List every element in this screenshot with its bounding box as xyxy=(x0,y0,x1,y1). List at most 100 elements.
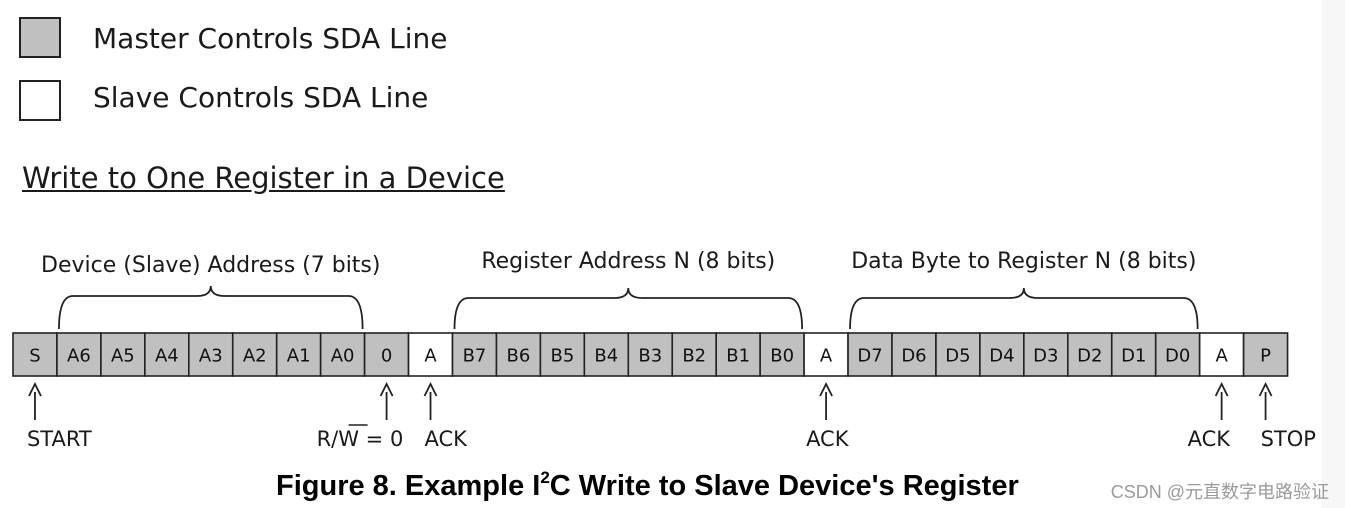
field-label: Data Byte to Register N (8 bits) xyxy=(851,249,1196,274)
bit-cell: A xyxy=(803,332,849,377)
bit-cell-label: A1 xyxy=(287,346,311,367)
bit-cell-box xyxy=(407,332,454,377)
bit-cell-label: A xyxy=(1215,346,1228,367)
bit-cell: B1 xyxy=(715,332,761,377)
bit-cell: A3 xyxy=(188,332,234,377)
legend-swatch-master xyxy=(19,17,61,58)
bit-cell: D2 xyxy=(1067,332,1113,377)
marker-arrow xyxy=(423,381,438,420)
bit-cell-box xyxy=(1242,332,1289,377)
bit-cell-box xyxy=(144,332,190,377)
bit-cell-label: A3 xyxy=(199,346,223,367)
bit-cell-box xyxy=(100,332,146,377)
field-brace xyxy=(58,285,364,330)
bit-cell-label: B0 xyxy=(770,346,794,367)
section-title: Write to One Register in a Device xyxy=(22,161,505,195)
bit-cell-label: D3 xyxy=(1033,346,1058,367)
marker-arrow xyxy=(819,381,833,420)
bit-cell-label: A xyxy=(424,346,437,367)
bit-cell-label: D6 xyxy=(901,346,926,367)
bit-cell-label: B4 xyxy=(594,346,618,367)
bit-cell: B7 xyxy=(451,332,498,377)
legend-swatch-slave xyxy=(19,80,61,121)
bit-cells: S A6 A5 A4 A3 A2 A1 A0 0 A B7 B6 B5 B4 B3 B2 B1 B0 A D7 D6 D5… xyxy=(12,332,1289,377)
bit-cell-box xyxy=(231,332,278,377)
bit-cell-box xyxy=(188,332,234,377)
marker-label: ACK xyxy=(1188,427,1232,451)
bit-cell-label: B6 xyxy=(507,346,531,367)
bit-cell-label: 0 xyxy=(381,346,392,367)
bit-cell: D6 xyxy=(891,332,937,377)
arrow-head xyxy=(379,381,394,397)
bit-cell-box xyxy=(319,332,366,377)
bit-cell: A2 xyxy=(231,332,278,377)
bit-cell: B2 xyxy=(671,332,718,377)
arrow-head xyxy=(1214,381,1229,397)
bit-cell-label: D0 xyxy=(1165,346,1190,367)
bit-cell: A0 xyxy=(319,332,366,377)
bit-cell: A xyxy=(1198,332,1245,377)
bit-cell-box xyxy=(979,332,1025,377)
bit-cell: A1 xyxy=(275,332,322,377)
arrow-head xyxy=(423,381,438,397)
bit-cell-label: A6 xyxy=(67,346,91,367)
field-brace xyxy=(453,287,803,330)
marker-arrow xyxy=(1258,381,1273,420)
caption-prefix: Figure 8. Example I xyxy=(276,470,541,502)
bit-cell-label: B1 xyxy=(726,346,750,367)
bit-cell-box xyxy=(275,332,322,377)
bit-cell-label: B3 xyxy=(638,346,662,367)
marker-label: ACK xyxy=(425,427,469,451)
bit-cell-box xyxy=(1154,332,1201,377)
bit-cell: A xyxy=(407,332,454,377)
caption-superscript: 2 xyxy=(540,468,550,487)
right-edge-strip xyxy=(1322,0,1345,508)
bit-cell-label: A4 xyxy=(155,346,179,367)
legend-label-master: Master Controls SDA Line xyxy=(93,22,448,55)
bit-cell: B3 xyxy=(627,332,674,377)
bit-cell-label: B5 xyxy=(550,346,574,367)
bit-cell: D0 xyxy=(1154,332,1201,377)
bit-cell-box xyxy=(803,332,849,377)
bit-cell: D3 xyxy=(1023,332,1069,377)
marker-label: R/W = 0 xyxy=(317,427,404,451)
bit-cell-label: D7 xyxy=(857,346,882,367)
bit-cell-box xyxy=(1198,332,1245,377)
bit-cell-box xyxy=(671,332,718,377)
bit-cell: B0 xyxy=(759,332,805,377)
bit-cell: D1 xyxy=(1110,332,1157,377)
bit-cell: D4 xyxy=(979,332,1025,377)
bit-cell-label: A0 xyxy=(331,346,355,367)
bit-cell-box xyxy=(495,332,542,377)
bit-cell: A6 xyxy=(56,332,102,377)
bit-cell-box xyxy=(539,332,586,377)
bit-cell-label: B2 xyxy=(682,346,706,367)
marker-arrow xyxy=(379,381,394,420)
bit-cell: S xyxy=(12,332,58,377)
bit-cell-box xyxy=(715,332,761,377)
bit-cell-box xyxy=(56,332,102,377)
bit-cell-box xyxy=(935,332,981,377)
marker-arrow xyxy=(28,381,42,420)
bit-cell-box xyxy=(847,332,893,377)
watermark-text: CSDN @元直数字电路验证 xyxy=(1110,482,1329,502)
field-brace xyxy=(849,287,1199,330)
arrow-head xyxy=(1258,381,1273,397)
marker-arrow xyxy=(1214,381,1229,420)
field-braces: Device (Slave) Address (7 bits)Register … xyxy=(41,249,1199,330)
arrow-head xyxy=(819,381,833,397)
bit-cell: B6 xyxy=(495,332,542,377)
caption-suffix: C Write to Slave Device's Register xyxy=(549,470,1019,502)
field-label: Device (Slave) Address (7 bits) xyxy=(41,253,380,278)
marker-label: START xyxy=(27,427,92,451)
bit-cell: D7 xyxy=(847,332,893,377)
bit-cell: A5 xyxy=(100,332,146,377)
bit-cell-label: B7 xyxy=(463,346,487,367)
bit-cell: D5 xyxy=(935,332,981,377)
bit-cell-label: D2 xyxy=(1077,346,1102,367)
bit-cell-box xyxy=(759,332,805,377)
bit-cell-label: A xyxy=(820,346,833,367)
